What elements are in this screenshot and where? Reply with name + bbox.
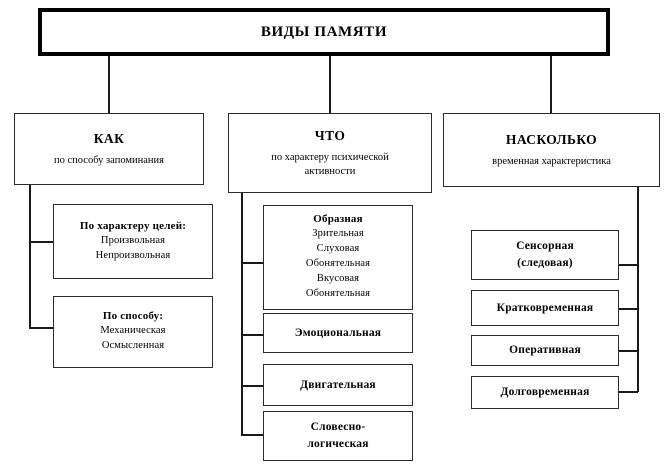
category-what-subtitle-line-2: активности (304, 165, 356, 177)
leaf-howmuch-short-term-head: Кратковременная (496, 301, 594, 314)
category-how-much-title: НАСКОЛЬКО (505, 131, 598, 147)
connector-howmuch-branch-4 (619, 391, 638, 393)
connector-what-branch-1 (241, 262, 264, 264)
category-how-much-subtitle: временная характеристика (492, 155, 611, 167)
root-node-memory-types: ВИДЫ ПАМЯТИ (38, 8, 610, 56)
leaf-howmuch-long-term: Долговременная (471, 376, 619, 409)
root-title: ВИДЫ ПАМЯТИ (260, 23, 388, 40)
connector-what-trunk (241, 193, 243, 435)
leaf-howmuch-sensory-head-line-1: Сенсорная (516, 240, 574, 253)
connector-what-branch-4 (241, 434, 264, 436)
connector-how-branch-1 (29, 241, 54, 243)
leaf-what-verbal-logical: Словесно- логическая (263, 411, 413, 461)
category-what-title: ЧТО (314, 128, 346, 144)
leaf-what-motor: Двигательная (263, 364, 413, 406)
category-how-title: КАК (93, 130, 125, 146)
connector-what-branch-2 (241, 334, 264, 336)
leaf-how-by-goal: По характеру целей: Произвольная Непроиз… (53, 204, 213, 279)
leaf-what-motor-head: Двигательная (300, 378, 376, 391)
leaf-what-image-head: Образная (313, 213, 363, 226)
category-what: ЧТО по характеру психической активности (228, 113, 432, 193)
category-how: КАК по способу запоминания (14, 113, 204, 185)
connector-howmuch-branch-2 (619, 308, 638, 310)
category-what-subtitle-line-1: по характеру психической (271, 152, 389, 164)
leaf-how-by-method: По способу: Механическая Осмысленная (53, 296, 213, 368)
leaf-what-image-line-5: Обонятельная (305, 287, 371, 299)
leaf-how-by-goal-line-1: Произвольная (100, 234, 166, 246)
connector-root-to-what (329, 56, 331, 113)
leaf-howmuch-sensory: Сенсорная (следовая) (471, 230, 619, 280)
category-how-subtitle: по способу запоминания (54, 154, 164, 166)
leaf-what-verbal-logical-head-line-1: Словесно- (310, 421, 366, 434)
connector-howmuch-trunk (637, 187, 639, 392)
leaf-howmuch-working: Оперативная (471, 335, 619, 366)
leaf-howmuch-short-term: Кратковременная (471, 290, 619, 326)
connector-root-to-how (108, 56, 110, 113)
leaf-what-image: Образная Зрительная Слуховая Обонятельна… (263, 205, 413, 310)
connector-howmuch-branch-3 (619, 350, 638, 352)
connector-root-to-howmuch (550, 56, 552, 113)
leaf-what-image-line-4: Вкусовая (316, 272, 360, 284)
leaf-how-by-goal-line-2: Непроизвольная (95, 249, 171, 261)
leaf-howmuch-working-head: Оперативная (509, 344, 581, 357)
leaf-what-emotional: Эмоциональная (263, 313, 413, 353)
leaf-how-by-method-line-1: Механическая (100, 325, 166, 337)
leaf-what-image-line-3: Обонятельная (305, 258, 371, 270)
leaf-what-image-line-2: Слуховая (316, 243, 360, 255)
category-how-much: НАСКОЛЬКО временная характеристика (443, 113, 660, 187)
leaf-howmuch-sensory-head-line-2: (следовая) (517, 257, 573, 269)
leaf-howmuch-long-term-head: Долговременная (500, 386, 590, 399)
connector-howmuch-branch-1 (619, 264, 638, 266)
leaf-what-image-line-1: Зрительная (312, 228, 364, 240)
connector-what-branch-3 (241, 385, 264, 387)
leaf-what-verbal-logical-head-line-2: логическая (307, 438, 369, 450)
connector-how-branch-2 (29, 327, 54, 329)
leaf-how-by-method-head: По способу: (102, 310, 164, 323)
leaf-what-emotional-head: Эмоциональная (294, 326, 382, 339)
leaf-how-by-method-line-2: Осмысленная (101, 340, 165, 351)
connector-how-trunk (29, 185, 31, 328)
leaf-how-by-goal-head: По характеру целей: (79, 219, 187, 232)
